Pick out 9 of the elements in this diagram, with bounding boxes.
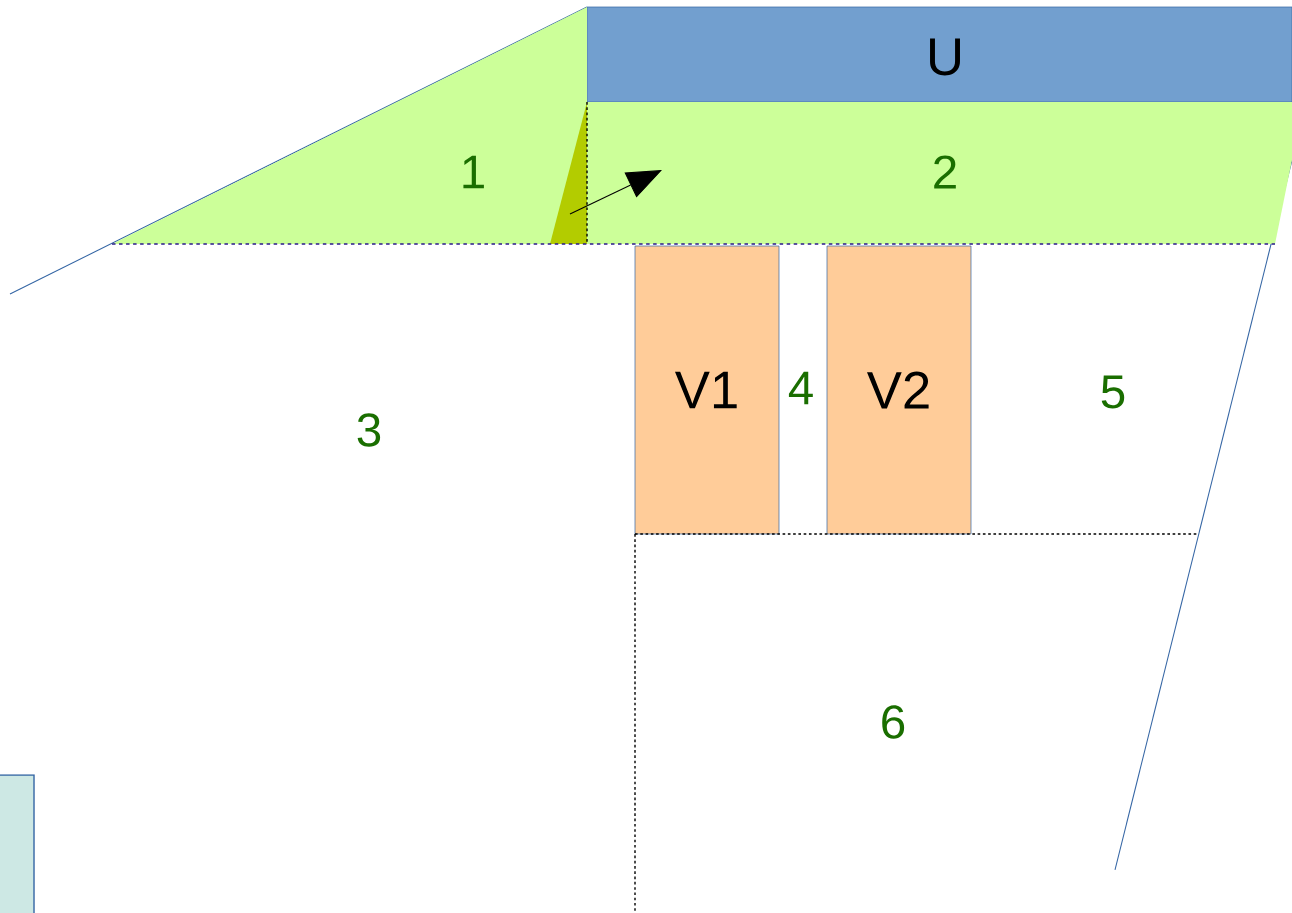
band: U: [586, 6, 1292, 103]
region-number: 5: [1101, 375, 1125, 409]
side-box: [0, 774, 35, 913]
region-number: 6: [882, 705, 905, 739]
block-box: V1: [634, 245, 780, 535]
region-number: 3: [357, 413, 381, 447]
arrow: [569, 170, 662, 215]
region-number: 4: [788, 371, 813, 405]
block-box: V2: [826, 245, 972, 535]
